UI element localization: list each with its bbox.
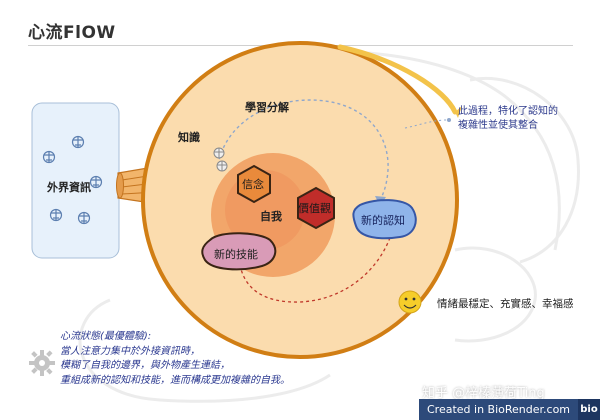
watermark: 知乎 @梓榛薄荷Ting xyxy=(422,386,545,401)
process-note-line: 此過程，特化了認知的 xyxy=(458,106,558,117)
flow-state-line: 模糊了自我的邊界，與外物產生連結， xyxy=(60,360,230,371)
biorender-footer[interactable]: Created in BioRender.com bio xyxy=(419,399,600,420)
new-cognition-label: 新的認知 xyxy=(361,214,405,227)
gear-icon xyxy=(29,350,55,376)
process-note-line: 複雜性並使其整合 xyxy=(458,120,538,131)
new-cognition-blob xyxy=(352,199,417,240)
flow-state-line: 當人注意力集中於外接資訊時， xyxy=(60,345,200,357)
particle-icon xyxy=(77,211,91,225)
particle-icon xyxy=(42,150,56,164)
knowledge-particles xyxy=(213,147,228,172)
new-skill-blob xyxy=(201,232,277,271)
footer-text: Created in BioRender.com xyxy=(427,403,571,416)
info-particles xyxy=(42,135,103,225)
flow-state-description: 心流狀態(最優體驗): 當人注意力集中於外接資訊時， 模糊了自我的邊界，與外物產… xyxy=(60,330,290,388)
self-label: 自我 xyxy=(260,210,282,223)
cell-highlight-arrow xyxy=(455,106,462,118)
emotion-label: 情緒最穩定、充實感、幸福感 xyxy=(437,298,574,310)
new-skill-label: 新的技能 xyxy=(214,248,258,261)
particle-icon xyxy=(216,160,228,172)
knowledge-label: 知識 xyxy=(178,131,200,144)
flow-state-heading: 心流狀態(最優體驗): xyxy=(60,331,152,342)
belief-label: 信念 xyxy=(242,178,264,191)
value-label: 價值觀 xyxy=(298,202,331,215)
learning-label: 學習分解 xyxy=(245,101,289,114)
learning-arrow xyxy=(217,99,389,201)
value-hexagon xyxy=(297,186,335,230)
smiley-icon xyxy=(398,290,422,314)
biorender-logo: bio xyxy=(578,399,600,420)
page-title: 心流FlOW xyxy=(28,23,116,43)
cell-highlight xyxy=(337,44,458,115)
note-connector xyxy=(404,118,451,129)
belief-hexagon xyxy=(237,164,271,204)
skill-arrow xyxy=(239,231,393,303)
particle-icon xyxy=(213,147,225,159)
process-note: 此過程，特化了認知的 複雜性並使其整合 xyxy=(458,105,558,133)
flow-state-line: 重組成新的認知和技能，進而構成更加複雜的自我。 xyxy=(60,374,290,386)
external-info-label: 外界資訊 xyxy=(47,181,91,194)
particle-icon xyxy=(49,208,63,222)
particle-icon xyxy=(89,175,103,189)
particle-icon xyxy=(71,135,85,149)
